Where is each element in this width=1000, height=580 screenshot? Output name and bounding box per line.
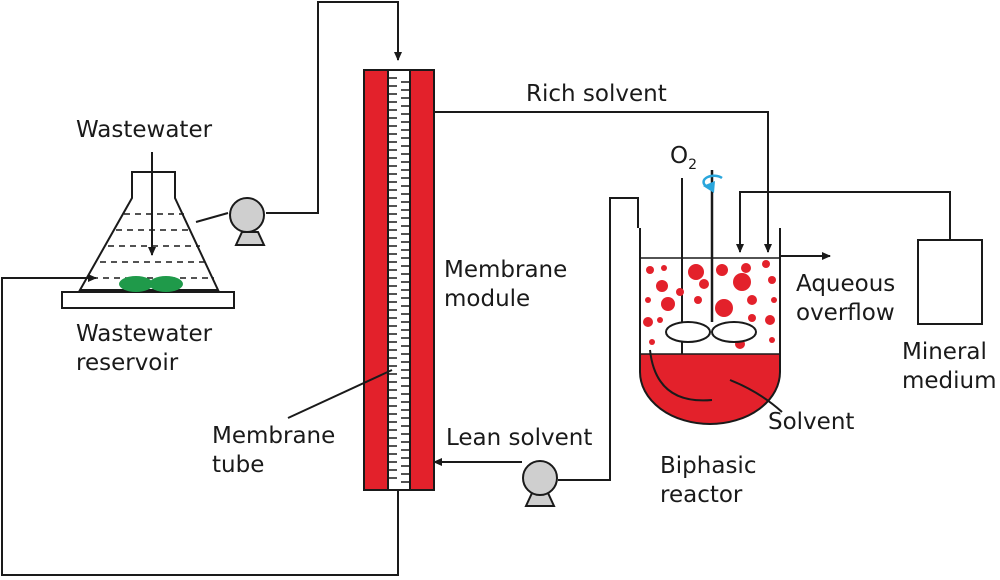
- solvent-droplet: [716, 264, 728, 276]
- label-wastewater-reservoir: Wastewater reservoir: [76, 320, 212, 378]
- solvent-droplet: [741, 263, 751, 273]
- erlenmeyer-flask: [78, 171, 220, 291]
- label-mineral-medium-line2: medium: [902, 368, 997, 394]
- label-rich-solvent: Rich solvent: [526, 81, 667, 107]
- label-aqueous-overflow: Aqueous overflow: [796, 270, 895, 328]
- flask-liquid-dashes: [92, 213, 214, 279]
- solvent-droplet: [645, 297, 651, 303]
- membrane-tube-pointer: [287, 369, 393, 419]
- solvent-pointer: [729, 379, 783, 413]
- stirrer: [665, 170, 757, 343]
- label-biphasic-reactor: Biphasic reactor: [660, 452, 756, 510]
- label-mineral-medium: Mineral medium: [902, 338, 997, 396]
- membrane-tube-core: [387, 69, 411, 491]
- membrane-wall-left: [363, 69, 389, 491]
- solvent-droplet: [733, 273, 751, 291]
- label-wastewater: Wastewater: [76, 117, 213, 143]
- biphasic-reactor: [639, 170, 783, 425]
- label-wastewater-reservoir-line1: Wastewater: [76, 321, 213, 347]
- solvent-droplet: [769, 337, 775, 343]
- biofilm-left: [119, 276, 153, 292]
- solvent-droplet: [694, 296, 702, 304]
- biofilm-right: [149, 276, 183, 292]
- solvent-pump: [522, 460, 558, 507]
- label-lean-solvent: Lean solvent: [446, 425, 593, 451]
- solvent-droplet: [661, 265, 667, 271]
- label-oxygen-main: O: [670, 143, 689, 169]
- mineral-medium-tank: [917, 239, 983, 325]
- solvent-return-line: [649, 349, 713, 402]
- solvent-droplet: [656, 280, 668, 292]
- reservoir-base-plate: [61, 291, 235, 309]
- label-solvent: Solvent: [768, 409, 855, 435]
- solvent-droplet: [657, 317, 663, 323]
- solvent-droplet: [676, 288, 684, 296]
- label-membrane-tube-line2: tube: [212, 452, 265, 478]
- label-biphasic-reactor-line1: Biphasic: [660, 453, 757, 479]
- solvent-droplet: [649, 339, 655, 345]
- label-aqueous-overflow-line1: Aqueous: [796, 271, 896, 297]
- label-oxygen-subscript: 2: [688, 157, 698, 173]
- label-membrane-module-line2: module: [444, 286, 531, 312]
- label-membrane-module-line1: Membrane: [444, 257, 568, 283]
- solvent-droplet: [747, 295, 757, 305]
- solvent-droplet: [688, 264, 704, 280]
- label-mineral-medium-line1: Mineral: [902, 339, 987, 365]
- solvent-droplet: [643, 317, 653, 327]
- membrane-wall-right: [409, 69, 435, 491]
- solvent-droplet: [699, 279, 709, 289]
- piping: [1, 1, 951, 576]
- label-wastewater-reservoir-line2: reservoir: [76, 350, 179, 376]
- rotation-arrow-icon: [702, 174, 723, 188]
- feed-pump: [229, 197, 266, 246]
- reactor-solvent-phase: [640, 354, 780, 424]
- membrane-module: [287, 69, 435, 491]
- label-membrane-module: Membrane module: [444, 256, 567, 314]
- label-membrane-tube: Membrane tube: [212, 422, 335, 480]
- solvent-droplet: [661, 297, 675, 311]
- solvent-droplet: [762, 260, 770, 268]
- solvent-droplet: [771, 297, 777, 303]
- label-biphasic-reactor-line2: reactor: [660, 482, 743, 508]
- solvent-droplets: [643, 260, 777, 349]
- impeller-blade-left: [665, 321, 711, 343]
- solvent-droplet: [715, 299, 733, 317]
- solvent-droplet: [646, 266, 654, 274]
- wastewater-reservoir: [61, 152, 235, 309]
- label-aqueous-overflow-line2: overflow: [796, 300, 895, 326]
- impeller-blade-right: [711, 321, 757, 343]
- solvent-droplet: [768, 276, 776, 284]
- label-oxygen: O2: [670, 142, 697, 174]
- solvent-droplet: [748, 314, 756, 322]
- reactor-vessel: [639, 228, 781, 425]
- solvent-droplet: [765, 315, 775, 325]
- membrane-pores: [388, 77, 410, 483]
- label-membrane-tube-line1: Membrane: [212, 423, 336, 449]
